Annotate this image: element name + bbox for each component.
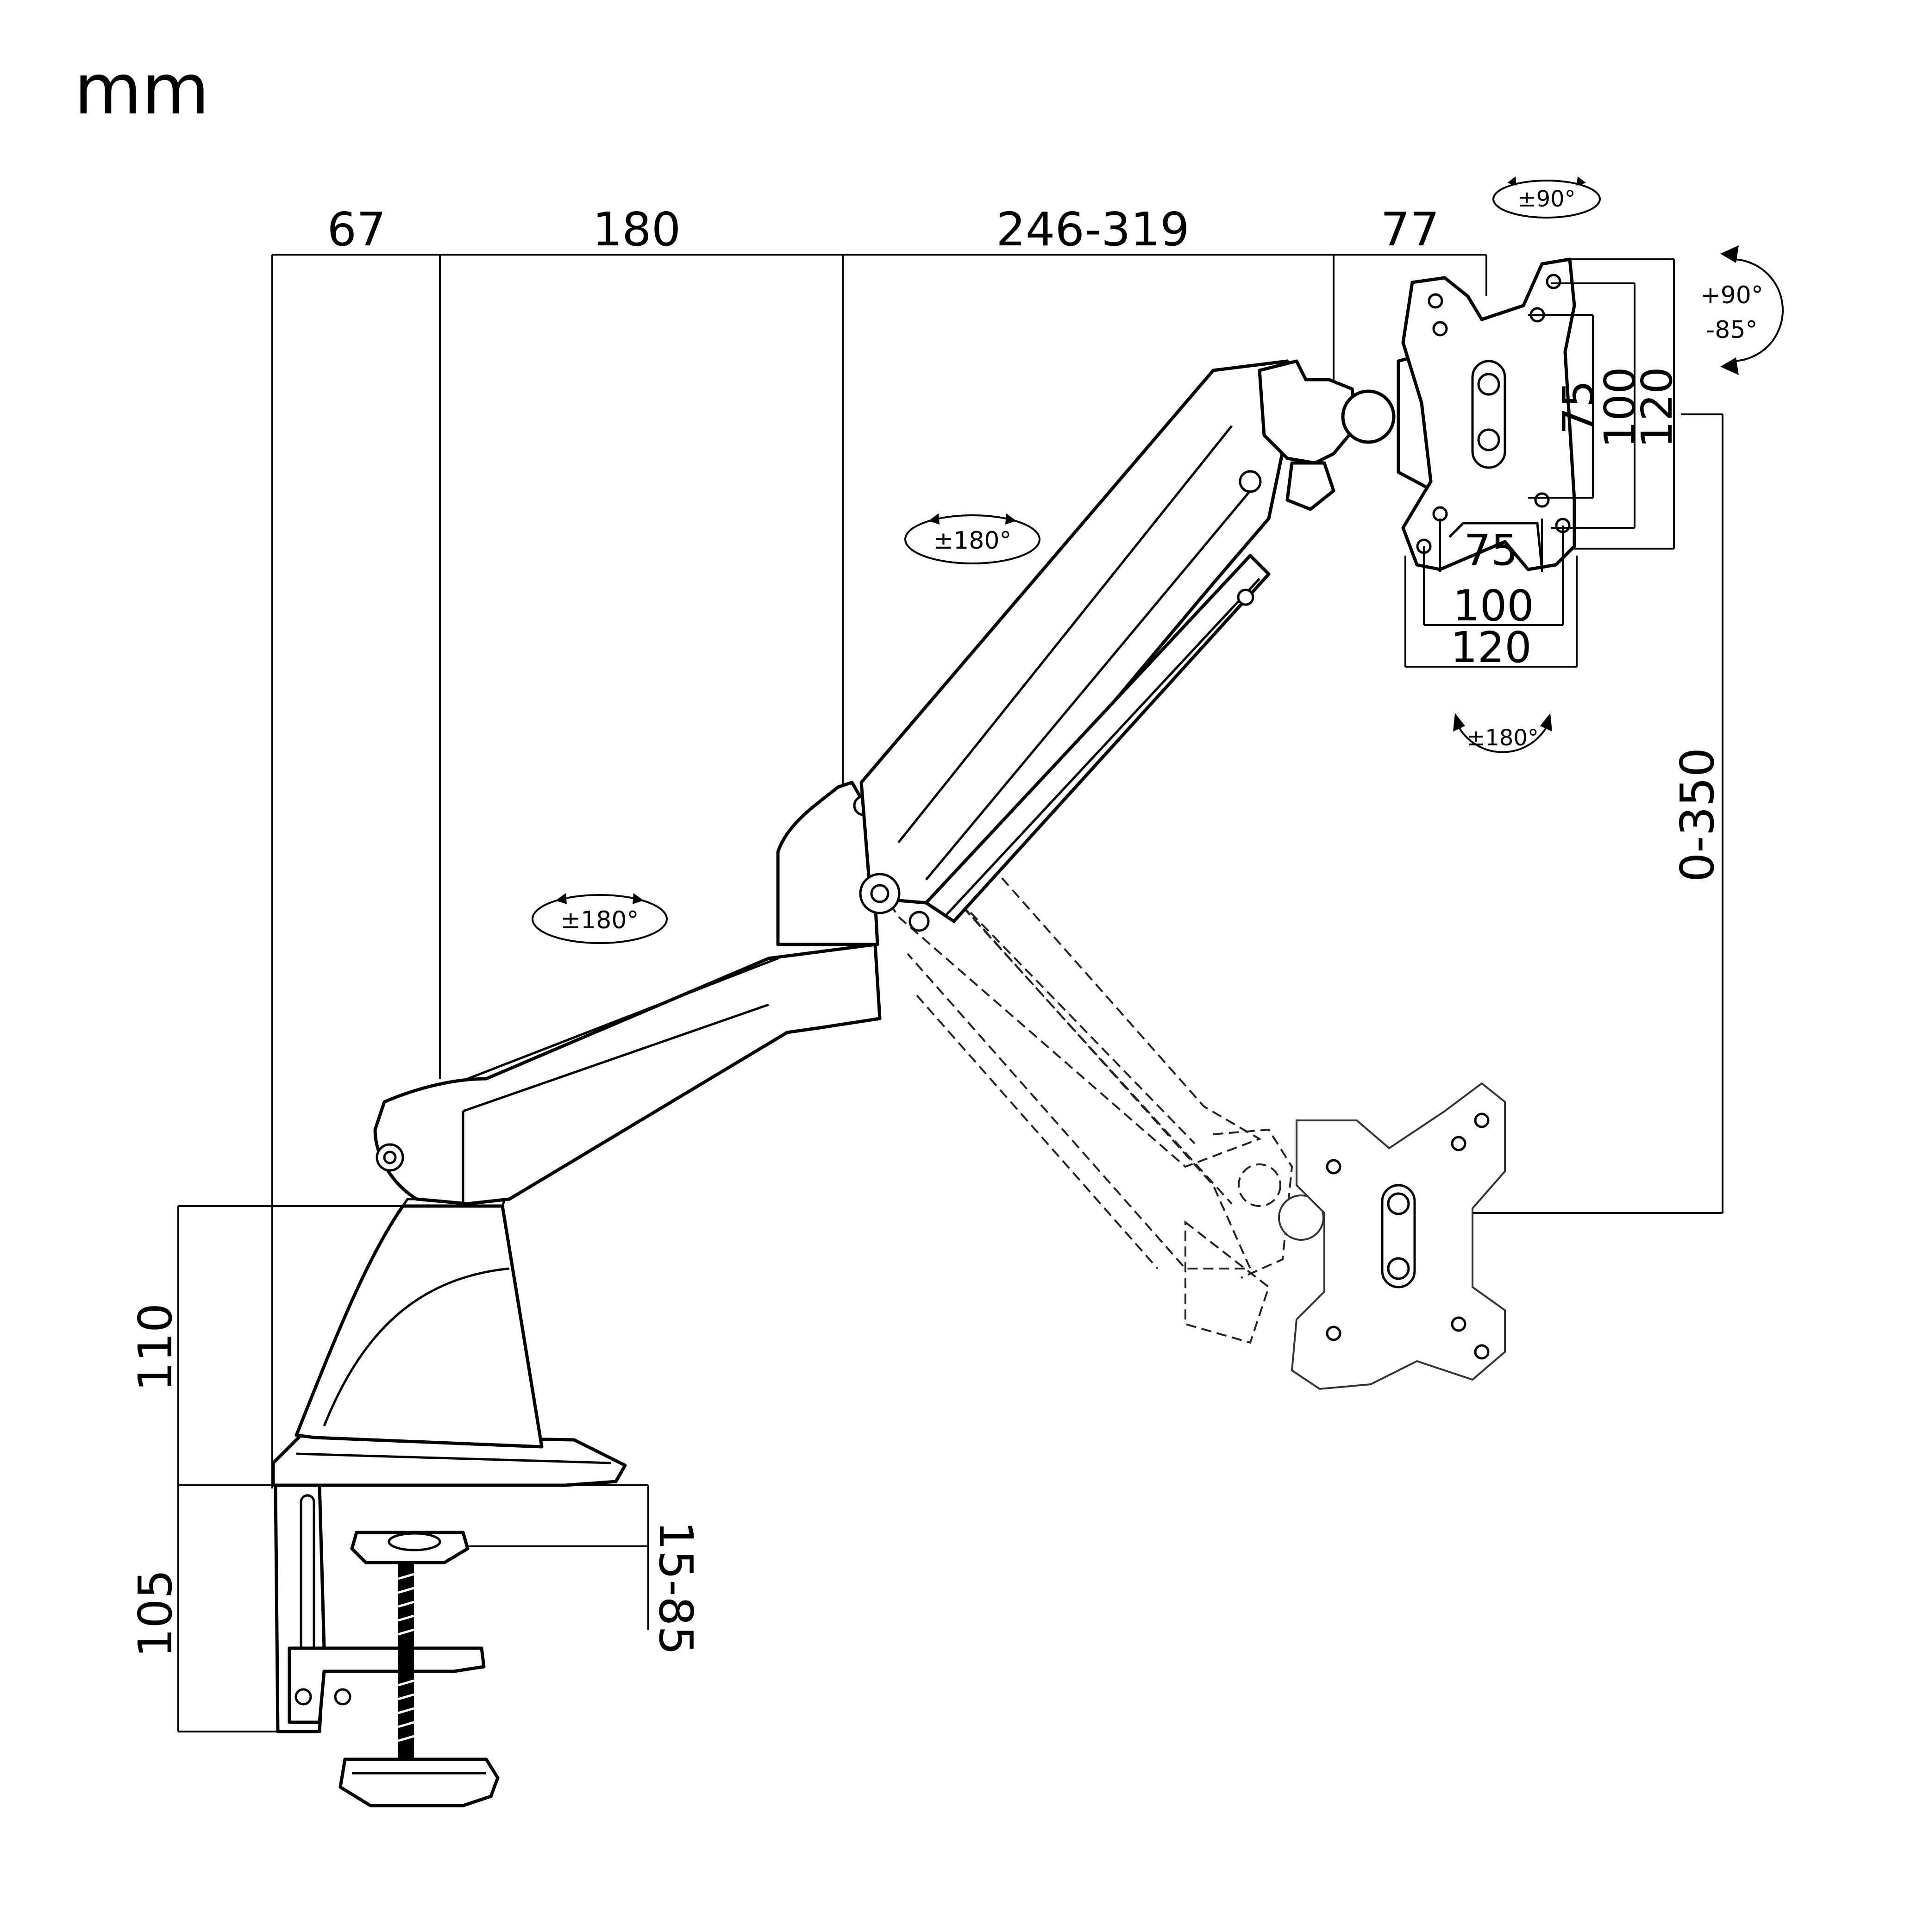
horizontal-dimension-lines	[271, 254, 1487, 1488]
upper-arm	[859, 359, 1298, 932]
rotation-screen-label: ±180°	[1466, 725, 1539, 751]
dim-height-range: 0-350	[1670, 748, 1724, 882]
rotation-upper-arm: ±180°	[904, 513, 1040, 564]
rotation-head: +90° -85°	[1700, 245, 1784, 375]
vesa-horizontal-120: 120	[1450, 623, 1532, 672]
vesa-dimension-lines	[1404, 258, 1675, 668]
dim-desk-thickness: 15-85	[649, 1521, 703, 1656]
dim-base-height: 110	[128, 1303, 182, 1392]
rotation-top: ±90°	[1492, 176, 1601, 219]
rotation-head-plus: +90°	[1700, 281, 1763, 309]
rotation-top-label: ±90°	[1517, 186, 1575, 212]
lowered-arm-ghost	[869, 786, 1506, 1390]
dim-head: 77	[1380, 202, 1439, 256]
dim-clamp-height: 105	[128, 1569, 182, 1658]
unit-label: mm	[74, 50, 209, 130]
vesa-horizontal-100: 100	[1453, 581, 1534, 631]
rotation-lower-arm: ±180°	[532, 893, 668, 944]
base-column	[271, 1198, 627, 1487]
vesa-horizontal-75: 75	[1464, 525, 1518, 575]
rotation-screen: ±180°	[1453, 713, 1552, 753]
tilt-head	[1258, 350, 1435, 511]
rotation-lower-arm-label: ±180°	[561, 907, 639, 934]
dim-lower-arm: 180	[593, 202, 681, 256]
vesa-plate	[1401, 257, 1576, 571]
rotation-upper-arm-label: ±180°	[934, 527, 1012, 555]
vesa-vertical-120: 120	[1632, 367, 1682, 448]
lower-arm	[373, 943, 882, 1206]
desk-clamp	[274, 1483, 500, 1807]
dim-base-offset: 67	[327, 202, 386, 256]
dim-upper-arm: 246-319	[996, 202, 1190, 256]
rotation-head-minus: -85°	[1706, 316, 1758, 344]
vesa-vertical-100: 100	[1595, 367, 1645, 448]
vesa-vertical-75: 75	[1554, 380, 1603, 434]
